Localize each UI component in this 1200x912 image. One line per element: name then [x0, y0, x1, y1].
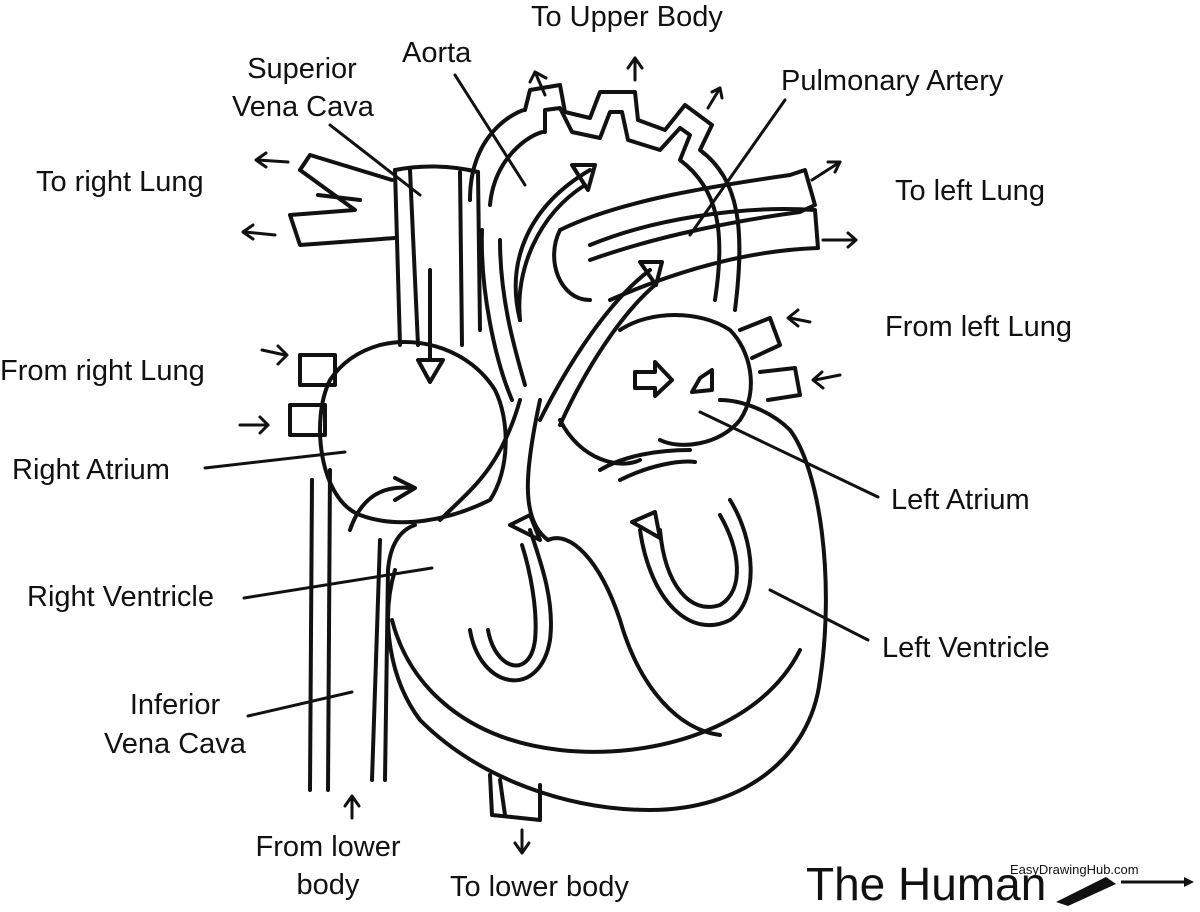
superior-vena-cava-shape: [393, 164, 482, 384]
label-inferior-vena-cava-line2: Vena Cava: [104, 728, 246, 760]
leader-lines: [203, 73, 880, 718]
label-left-atrium: Left Atrium: [891, 484, 1030, 516]
label-from-left-lung: From left Lung: [885, 311, 1072, 343]
aorta-shape: [468, 83, 742, 402]
watermark-text: EasyDrawingHub.com: [1010, 862, 1139, 877]
label-from-right-lung: From right Lung: [0, 355, 205, 387]
right-ventricle-arrows: [468, 513, 553, 683]
label-from-lower-body-line1: From lower: [255, 831, 401, 863]
label-left-ventricle: Left Ventricle: [882, 632, 1050, 664]
label-pulmonary-artery: Pulmonary Artery: [781, 65, 1004, 97]
right-pulmonary-artery-shape: [288, 153, 397, 247]
label-right-ventricle: Right Ventricle: [27, 581, 214, 613]
label-to-right-lung: To right Lung: [36, 166, 204, 198]
diagram-title: The Human: [806, 858, 1047, 910]
descending-aorta-shape: [488, 773, 542, 822]
heart-body-shape: [308, 398, 828, 812]
label-to-left-lung: To left Lung: [895, 175, 1045, 207]
right-lung-veins-shape: [288, 353, 337, 437]
pencil-logo-icon: [1056, 877, 1194, 906]
label-aorta: Aorta: [402, 37, 472, 69]
label-right-atrium: Right Atrium: [12, 454, 170, 486]
left-atrium-shape: [618, 313, 802, 447]
label-superior-vena-cava-line2: Vena Cava: [232, 91, 374, 123]
label-superior-vena-cava-line1: Superior: [247, 53, 357, 85]
label-inferior-vena-cava-line1: Inferior: [129, 689, 221, 721]
left-ventricle-arrows: [630, 498, 753, 627]
label-from-lower-body-line2: body: [296, 869, 360, 901]
label-to-lower-body: To lower body: [450, 871, 629, 903]
label-to-upper-body: To Upper Body: [531, 1, 723, 33]
flow-arrows: [238, 56, 858, 855]
pulmonary-artery-shape: [538, 168, 820, 427]
right-atrium-shape: [318, 340, 508, 532]
